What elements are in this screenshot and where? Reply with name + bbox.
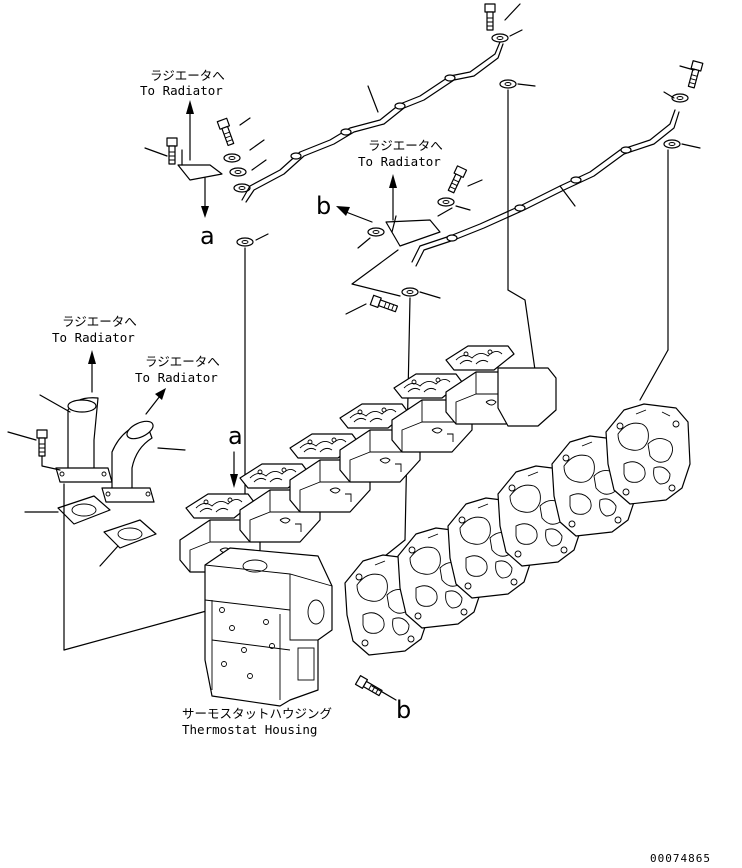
svg-text:ラジエータへ: ラジエータへ bbox=[145, 354, 220, 369]
ref-label-b-bottom: b bbox=[396, 696, 411, 724]
bolt-top-left bbox=[166, 137, 178, 165]
flow-arrow-up-left bbox=[88, 350, 96, 393]
bolt-top-left-2 bbox=[216, 117, 237, 147]
bolt-housing bbox=[354, 675, 384, 698]
thermostat-housing-label: サーモスタットハウジング Thermostat Housing bbox=[182, 706, 332, 737]
washer-top-left-1 bbox=[223, 153, 241, 163]
bracket-top-left bbox=[177, 149, 223, 181]
bolt-top-right bbox=[685, 60, 704, 90]
washer-top-left-2 bbox=[229, 167, 247, 177]
svg-text:To Radiator: To Radiator bbox=[140, 83, 223, 98]
washer-top-center-2 bbox=[499, 79, 517, 89]
flow-arrow-upright bbox=[145, 388, 166, 415]
svg-text:To Radiator: To Radiator bbox=[135, 370, 218, 385]
washer-middle-right bbox=[437, 197, 455, 207]
ref-label-a-top: a bbox=[200, 222, 215, 250]
radiator-label-top-left: ラジエータへ To Radiator bbox=[140, 68, 225, 98]
svg-text:ラジエータへ: ラジエータへ bbox=[62, 314, 137, 329]
radiator-label-middle: ラジエータへ To Radiator bbox=[358, 138, 443, 169]
washer-top-center bbox=[491, 33, 509, 43]
radiator-label-left: ラジエータへ To Radiator bbox=[52, 314, 137, 345]
svg-text:サーモスタットハウジング: サーモスタットハウジング bbox=[182, 706, 332, 721]
bolt-middle bbox=[445, 165, 468, 195]
bolt-left-elbow bbox=[36, 429, 48, 457]
water-outlet-pipe-right bbox=[101, 420, 155, 503]
washer-top-right-2 bbox=[663, 139, 681, 149]
vent-tube-upper bbox=[241, 41, 504, 203]
svg-text:ラジエータへ: ラジエータへ bbox=[150, 68, 225, 83]
gasket-left bbox=[57, 495, 111, 525]
radiator-label-right: ラジエータへ To Radiator bbox=[135, 354, 220, 385]
flow-arrow-down-a bbox=[201, 177, 209, 218]
bolt-top-center bbox=[484, 3, 496, 31]
cylinder-head-row-upper bbox=[179, 345, 557, 573]
bolt-lower-middle bbox=[369, 294, 399, 315]
svg-text:ラジエータへ: ラジエータへ bbox=[368, 138, 443, 153]
flow-arrow-up-top-left bbox=[186, 100, 194, 161]
bracket-middle bbox=[385, 215, 441, 247]
thermostat-housing bbox=[204, 547, 333, 707]
drawing-number: 00074865 bbox=[650, 852, 711, 865]
svg-text:To Radiator: To Radiator bbox=[358, 154, 441, 169]
flow-arrow-to-b bbox=[336, 206, 373, 223]
ref-label-a-mid: a bbox=[228, 422, 243, 450]
washer-middle-left bbox=[367, 227, 385, 237]
washer-upper-left bbox=[236, 237, 254, 247]
flow-arrow-up-middle bbox=[389, 174, 397, 221]
gasket-right bbox=[103, 519, 157, 549]
svg-text:To Radiator: To Radiator bbox=[52, 330, 135, 345]
water-outlet-pipe-left bbox=[55, 397, 113, 483]
washer-lower-tube-left bbox=[401, 287, 419, 297]
flow-arrow-to-a bbox=[230, 451, 238, 488]
vent-tube-lower bbox=[411, 109, 680, 267]
ref-label-b-top: b bbox=[316, 192, 331, 220]
svg-text:Thermostat Housing: Thermostat Housing bbox=[182, 722, 317, 737]
